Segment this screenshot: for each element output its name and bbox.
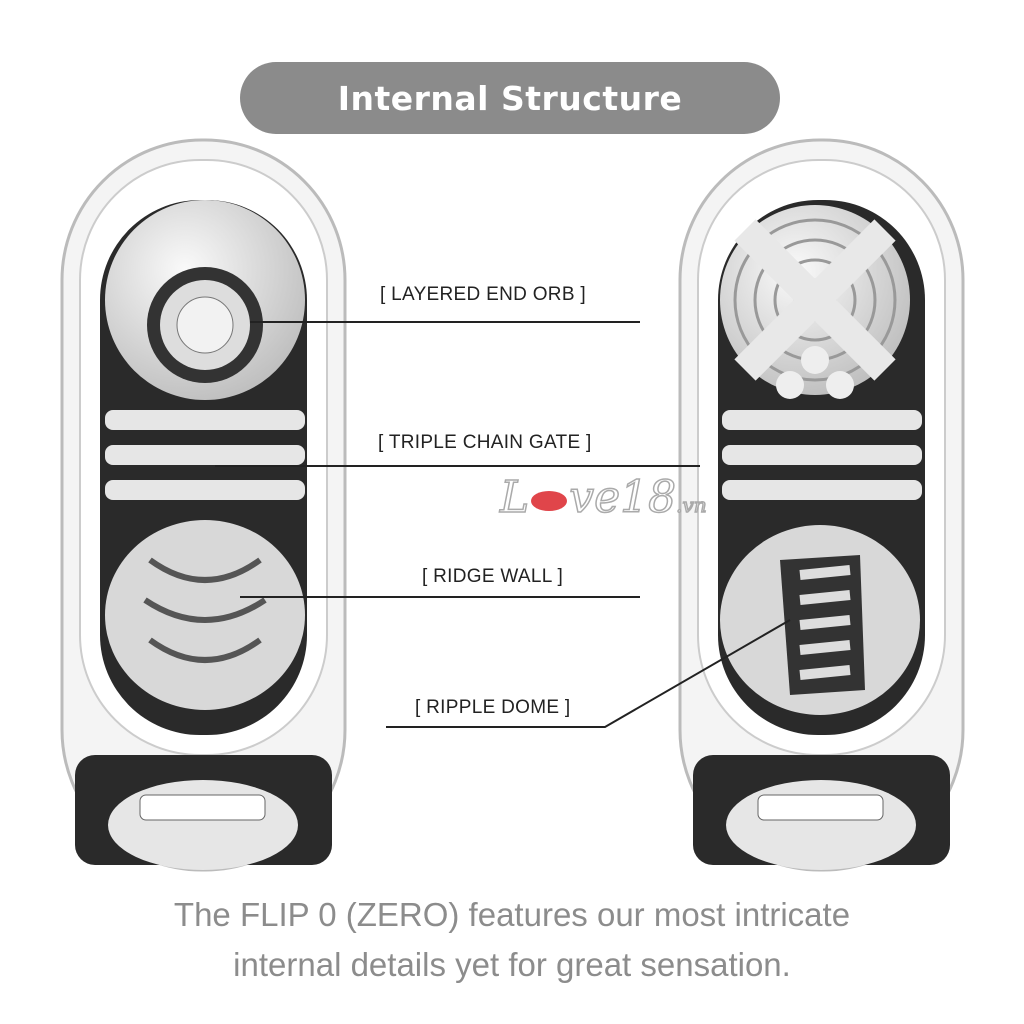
caption-line-1: The FLIP 0 (ZERO) features our most intr… [173,896,851,933]
lips-icon [531,490,568,511]
page-title: Internal Structure [337,78,683,118]
label-triple-chain-gate: [ TRIPLE CHAIN GATE ] [378,432,592,453]
triple-chain-gate [105,410,305,500]
ridge-wall [105,520,305,710]
label-ripple-dome: [ RIPPLE DOME ] [415,697,571,718]
right-capsule-cutaway [678,138,965,872]
caption-line-2: internal details yet for great sensation… [233,946,791,983]
leader-lines [215,321,791,728]
left-capsule-cutaway [60,138,347,872]
label-ridge-wall: [ RIDGE WALL ] [422,566,564,587]
title-pill: Internal Structure [240,62,780,134]
label-layered-end-orb: [ LAYERED END ORB ] [380,284,586,305]
